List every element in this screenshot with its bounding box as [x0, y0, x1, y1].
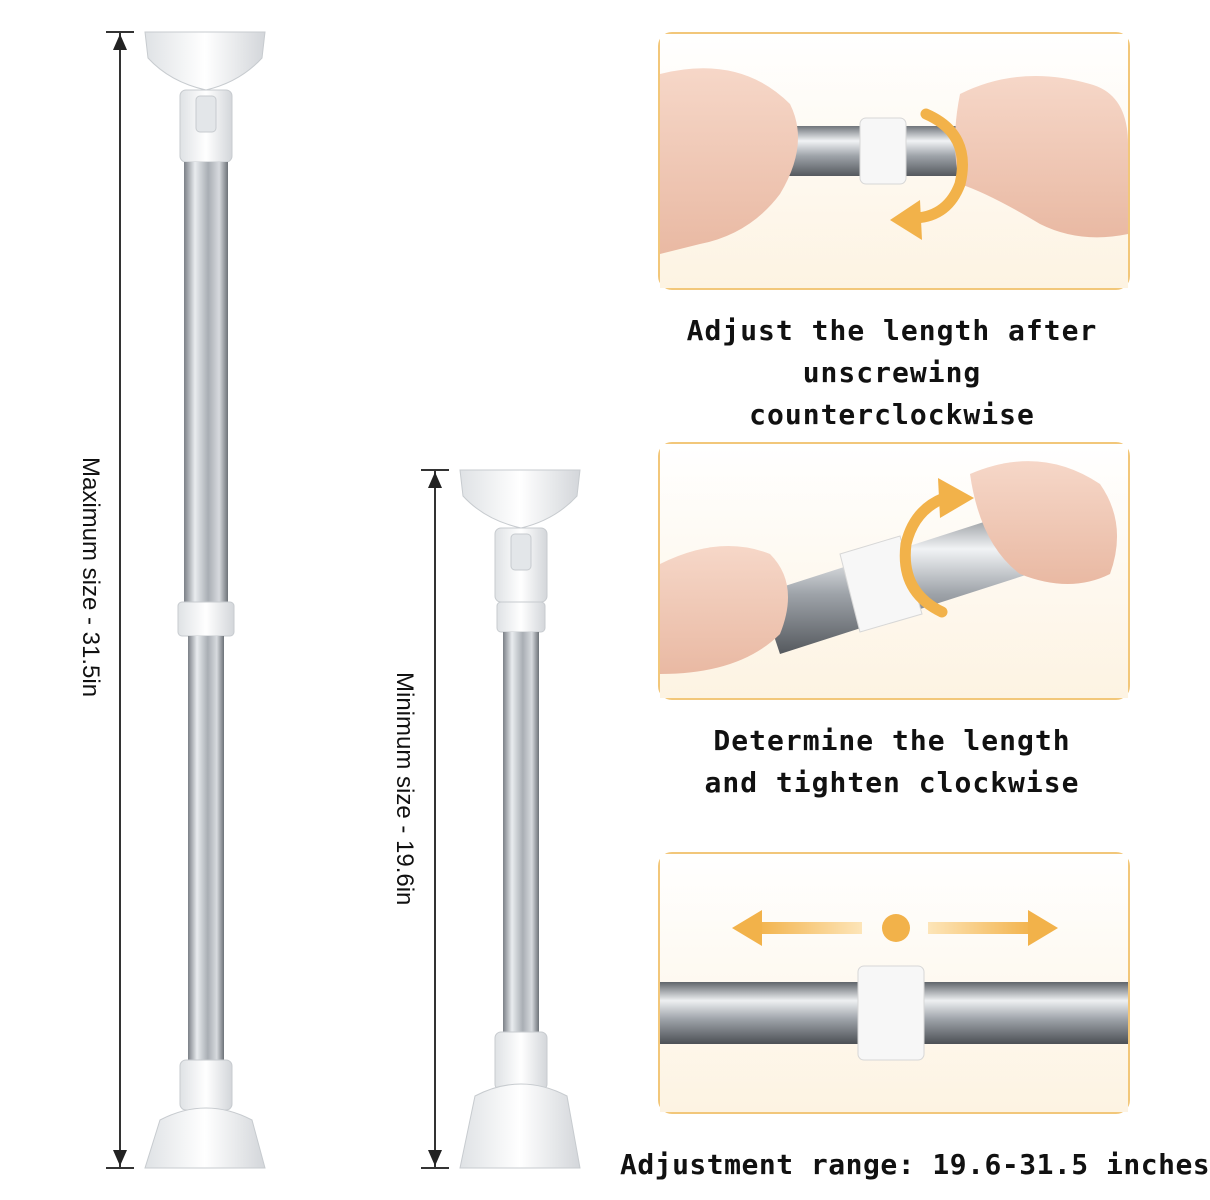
long-tension-rod [140, 30, 270, 1170]
step-1-panel [658, 32, 1130, 290]
step-2-caption: Determine the length and tighten clockwi… [652, 720, 1132, 804]
right-arrow-icon [928, 908, 1058, 948]
clockwise-arrow-icon [892, 472, 982, 622]
adjustment-range-caption: Adjustment range: 19.6-31.5 inches [620, 1148, 1210, 1181]
max-size-label: Maximum size - 31.5in [77, 457, 104, 698]
adjustment-panel [658, 852, 1130, 1114]
counterclockwise-arrow-icon [886, 104, 976, 244]
min-size-label: Minimum size - 19.6in [391, 672, 418, 906]
short-tension-rod [455, 468, 585, 1170]
center-dot-icon [880, 912, 912, 944]
step-2-caption-line1: Determine the length [713, 724, 1071, 757]
min-dimension-line [415, 468, 455, 1170]
step-2-caption-line2: and tighten clockwise [704, 766, 1080, 799]
max-dimension-line [100, 30, 140, 1170]
step-2-panel [658, 442, 1130, 700]
step-1-caption: Adjust the length after unscrewing count… [652, 310, 1132, 436]
step-1-caption-line2: unscrewing counterclockwise [749, 356, 1035, 431]
left-arrow-icon [732, 908, 862, 948]
step-1-caption-line1: Adjust the length after [686, 314, 1098, 347]
